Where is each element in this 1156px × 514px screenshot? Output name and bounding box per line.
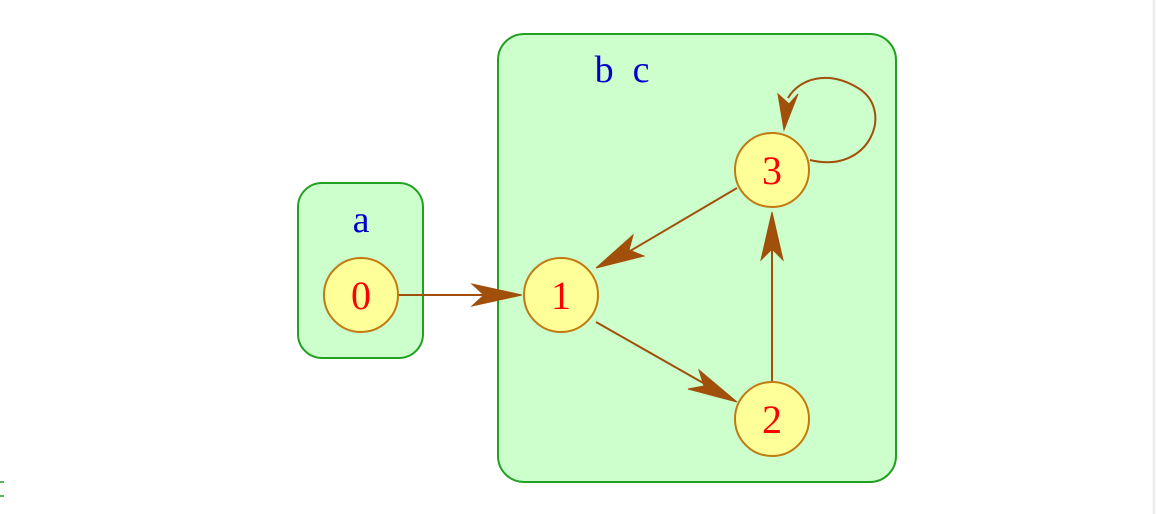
edge-1-to-2-arrowhead: [687, 368, 738, 403]
state-0-label: 0: [351, 273, 371, 318]
cluster-bc-label: b c: [595, 49, 650, 91]
edge-3-to-1-arrowhead: [595, 233, 646, 269]
edge-1-to-2: [595, 321, 738, 403]
state-1-label: 1: [551, 273, 571, 318]
edge-3-to-3-loop: [777, 76, 877, 164]
state-1-circle: [523, 257, 599, 333]
edge-0-to-1-arrowhead: [470, 283, 523, 307]
state-2-label: 2: [762, 397, 782, 442]
state-3-circle: [734, 132, 810, 208]
edge-3-to-3-loop-arrowhead: [777, 92, 799, 132]
edge-3-to-1: [595, 187, 738, 269]
cluster-a-label: a: [353, 199, 370, 241]
edge-2-to-3-arrowhead: [760, 211, 784, 262]
state-0-node: 0: [323, 257, 399, 333]
edge-2-to-3: [760, 211, 784, 382]
edge-1-to-2-line: [595, 321, 713, 389]
edges: [398, 76, 877, 403]
state-3-label: 3: [762, 148, 782, 193]
edge-3-to-1-line: [624, 187, 738, 255]
state-0-circle: [323, 257, 399, 333]
state-1-node: 1: [523, 257, 599, 333]
nodes: 0 1 2 3: [323, 132, 810, 457]
state-2-node: 2: [734, 381, 810, 457]
state-2-circle: [734, 381, 810, 457]
edge-0-to-1: [398, 283, 523, 307]
edge-3-to-3-loop-line: [787, 76, 877, 164]
state-3-node: 3: [734, 132, 810, 208]
